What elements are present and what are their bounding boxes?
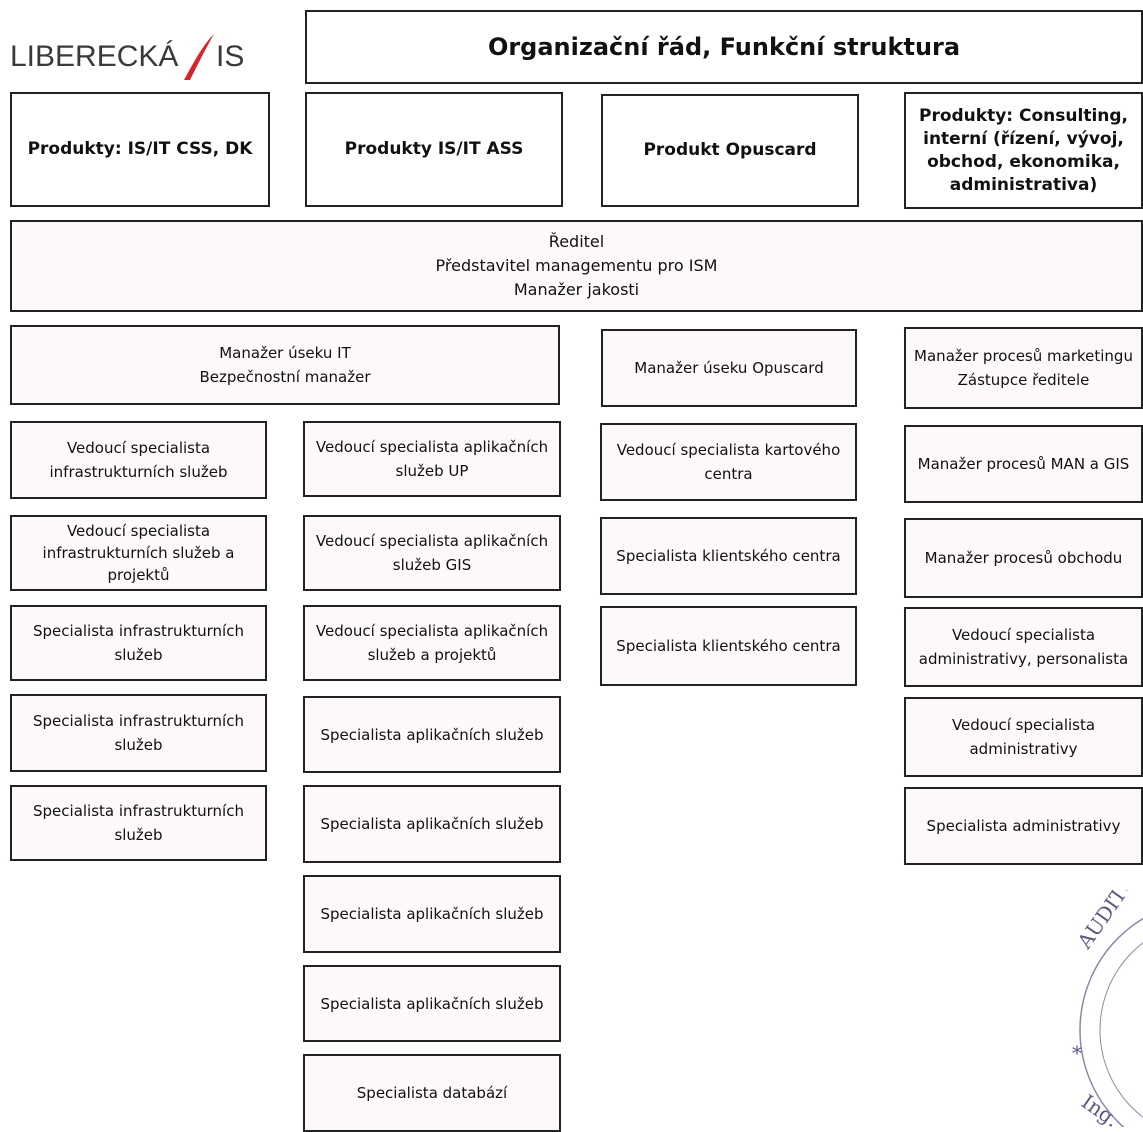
position-label: Vedoucí specialista infrastrukturních sl… [49, 439, 228, 481]
product-label: Produkty: Consulting, interní (řízení, v… [918, 105, 1128, 195]
logo-swoosh-icon [184, 34, 214, 80]
company-logo: LIBERECKÁ IS [10, 32, 270, 82]
col3-box: Specialista klientského centra [600, 517, 857, 595]
position-label: Specialista databází [356, 1084, 508, 1102]
logo-text: LIBERECKÁ [10, 40, 179, 73]
position-label: Specialista infrastrukturních služeb [33, 712, 244, 754]
col1-box: Specialista infrastrukturních služeb [10, 694, 267, 772]
col2-box: Specialista aplikačních služeb [303, 965, 561, 1042]
product-box-css-dk: Produkty: IS/IT CSS, DK [10, 92, 270, 207]
col1-box: Vedoucí specialista infrastrukturních sl… [10, 515, 267, 591]
product-box-opuscard: Produkt Opuscard [601, 94, 859, 207]
auditor-stamp: AUDITOR * Ing. [1072, 890, 1143, 1127]
position-label: Specialista klientského centra [616, 637, 841, 655]
director-role-ism: Představitel managementu pro ISM [435, 256, 718, 275]
position-label: Vedoucí specialista infrastrukturních sl… [42, 522, 235, 584]
director-box: Ředitel Představitel managementu pro ISM… [10, 220, 1143, 312]
position-label: Manažer procesů MAN a GIS [917, 455, 1130, 473]
col1-box: Specialista infrastrukturních služeb [10, 605, 267, 681]
page-title-text: Organizační řád, Funkční struktura [487, 33, 961, 61]
col4-box: Specialista administrativy [904, 787, 1143, 865]
position-label: Vedoucí specialista aplikačních služeb U… [315, 438, 549, 480]
col2-box: Vedoucí specialista aplikačních služeb U… [303, 421, 561, 497]
position-label: Specialista aplikačních služeb [320, 905, 544, 923]
director-role-quality: Manažer jakosti [513, 280, 640, 299]
product-box-ass: Produkty IS/IT ASS [305, 92, 563, 207]
col2-box: Specialista aplikačních služeb [303, 696, 561, 773]
position-label: Specialista aplikačních služeb [320, 815, 544, 833]
svg-text:*: * [1072, 1041, 1082, 1065]
col2-box: Specialista aplikačních služeb [303, 785, 561, 863]
manager-opuscard-title: Manažer úseku Opuscard [634, 359, 824, 377]
page-title: Organizační řád, Funkční struktura [305, 10, 1143, 84]
position-label: Manažer procesů obchodu [924, 549, 1123, 567]
col2-box: Vedoucí specialista aplikačních služeb G… [303, 515, 561, 591]
col2-box: Specialista aplikačních služeb [303, 875, 561, 953]
col3-box: Specialista klientského centra [600, 606, 857, 686]
position-label: Vedoucí specialista administrativy [951, 716, 1096, 758]
position-label: Specialista infrastrukturních služeb [33, 802, 244, 844]
col4-box: Vedoucí specialista administrativy [904, 697, 1143, 777]
position-label: Specialista aplikačních služeb [320, 725, 544, 744]
product-box-consulting: Produkty: Consulting, interní (řízení, v… [904, 92, 1143, 209]
col2-box: Vedoucí specialista aplikačních služeb a… [303, 605, 561, 681]
product-label: Produkty IS/IT ASS [344, 139, 524, 159]
position-label: Vedoucí specialista kartového centra [616, 441, 841, 483]
position-label: Specialista klientského centra [616, 547, 841, 565]
col4-box: Vedoucí specialista administrativy, pers… [904, 607, 1143, 687]
deputy-director-title: Zástupce ředitele [957, 371, 1090, 389]
manager-it-title: Manažer úseku IT [219, 344, 351, 362]
col3-box: Vedoucí specialista kartového centra [600, 423, 857, 501]
col1-box: Vedoucí specialista infrastrukturních sl… [10, 421, 267, 499]
col4-box: Manažer procesů obchodu [904, 518, 1143, 598]
manager-it-box: Manažer úseku IT Bezpečnostní manažer [10, 325, 560, 405]
position-label: Vedoucí specialista aplikačních služeb G… [315, 532, 549, 574]
manager-opuscard-box: Manažer úseku Opuscard [601, 329, 857, 407]
col1-box: Specialista infrastrukturních služeb [10, 785, 267, 861]
col2-box: Specialista databází [303, 1054, 561, 1132]
svg-text:AUDITOR: AUDITOR [1072, 890, 1143, 954]
position-label: Vedoucí specialista aplikačních služeb a… [315, 622, 549, 664]
manager-marketing-title: Manažer procesů marketingu [914, 347, 1133, 365]
position-label: Specialista administrativy [926, 817, 1121, 835]
position-label: Vedoucí specialista administrativy, pers… [918, 626, 1129, 668]
svg-text:Ing.: Ing. [1077, 1089, 1123, 1127]
director-title: Ředitel [548, 232, 605, 251]
product-label: Produkty: IS/IT CSS, DK [27, 139, 253, 159]
logo-suffix: IS [216, 40, 245, 73]
position-label: Specialista aplikačních služeb [320, 994, 544, 1013]
product-label: Produkt Opuscard [643, 140, 817, 160]
security-manager-title: Bezpečnostní manažer [199, 368, 371, 386]
col4-box: Manažer procesů MAN a GIS [904, 425, 1143, 503]
position-label: Specialista infrastrukturních služeb [33, 622, 244, 664]
manager-marketing-box: Manažer procesů marketingu Zástupce ředi… [904, 327, 1143, 409]
